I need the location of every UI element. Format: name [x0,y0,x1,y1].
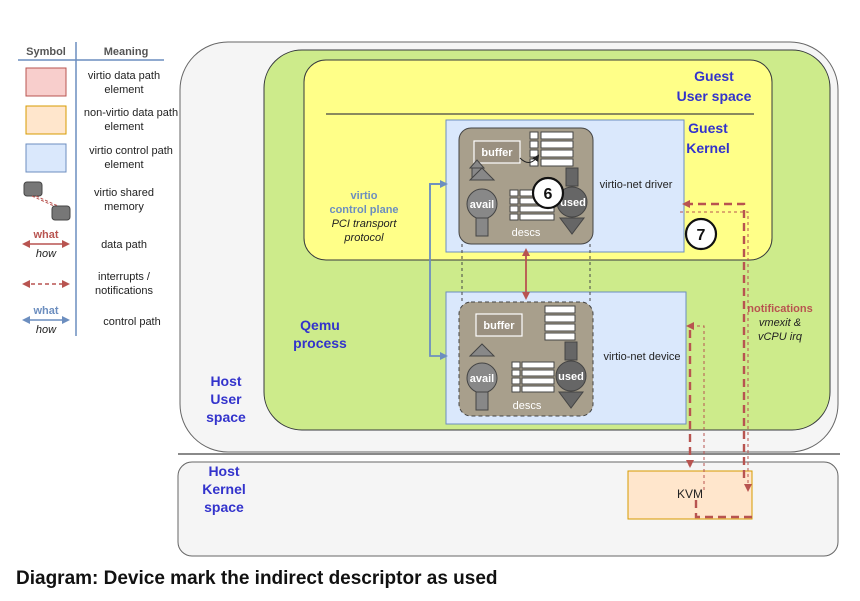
legend-row-4-line-1: virtio shared [94,187,154,199]
qemu-process-label-2: process [293,335,347,351]
step-7-marker: 7 [684,217,718,251]
driver-used-label: used [560,197,586,209]
legend-data-what: what [32,229,58,241]
legend-row-4-line-2: memory [104,201,144,213]
legend-row-5-line-1: data path [101,239,147,251]
device-buffer-box [475,313,523,337]
device-descs-label: descs [513,400,542,412]
legend-row-1-line-1: virtio data path [88,70,160,82]
qemu-process-label-1: Qemu [300,317,340,333]
notifications-line-3: vCPU irq [758,331,803,343]
step-6-marker: 6 [531,176,565,210]
legend-control-what: what [32,305,58,317]
notifications-title: notifications [747,303,812,315]
driver-used-ring [556,167,588,235]
driver-shared-memory: buffer avail used [458,127,594,245]
legend-swatch-virtio-data [25,67,67,97]
host-kernel-space-label-1: Host [208,463,239,479]
legend-data-how: how [36,248,57,260]
host-user-space-label-3: space [206,409,246,425]
legend-row-2-line-2: element [104,121,143,133]
irq-path-kvm-segment [694,500,752,519]
driver-descs-label: descs [512,227,541,239]
control-plane-line-3: PCI transport [332,218,398,230]
host-user-space-label-2: User [210,391,242,407]
legend-row-2-line-1: non-virtio data path [84,107,178,119]
device-used-ring [555,341,587,409]
legend-shared-memory-icon [23,181,71,221]
step-6-label: 6 [544,186,553,203]
guest-kernel-label-2: Kernel [686,140,730,156]
diagram-caption: Diagram: Device mark the indirect descri… [16,568,498,589]
control-plane-line-2: control plane [329,204,398,216]
device-shared-memory: buffer avail used desc [458,301,594,417]
legend: Symbol Meaning virtio data path element … [18,42,178,336]
driver-buffer-label: buffer [481,147,513,159]
legend-row-6-line-2: notifications [95,285,154,297]
control-plane-line-4: protocol [343,232,384,244]
legend-row-6-line-1: interrupts / [98,271,151,283]
legend-swatch-nonvirtio-data [25,105,67,135]
step-7-label: 7 [697,227,706,244]
legend-row-7-line-1: control path [103,316,160,328]
device-avail-ring [466,343,498,411]
legend-row-3-line-2: element [104,159,143,171]
legend-header-meaning: Meaning [104,46,149,58]
control-path-to-driver [429,180,448,190]
device-buffer-label: buffer [483,320,515,332]
guest-user-space-label-1: Guest [694,68,734,84]
driver-buffer-pointer [519,154,540,163]
guest-kernel-label-1: Guest [688,120,728,136]
notify-path-kvm-to-device [686,322,705,490]
device-descs-table [511,361,555,393]
device-used-label: used [558,371,584,383]
irq-path-to-driver [682,200,746,478]
control-plane-line-1: virtio [351,190,378,202]
legend-row-3-line-1: virtio control path [89,145,173,157]
driver-buffer-box [473,140,521,164]
guest-user-space-label-2: User space [677,88,752,104]
kvm-box [627,470,753,520]
notifications-line-2: vmexit & [759,317,801,329]
device-label: virtio-net device [603,351,680,363]
legend-control-how: how [36,324,57,336]
legend-row-1-line-2: element [104,84,143,96]
device-desc-table-top [544,305,576,341]
legend-header-symbol: Symbol [26,46,66,58]
notify-path-from-driver [680,211,752,492]
driver-avail-ring [466,159,498,237]
host-user-space-label-1: Host [210,373,241,389]
driver-label: virtio-net driver [600,179,673,191]
kvm-label: KVM [677,487,703,501]
device-avail-label: avail [470,373,494,385]
driver-avail-label: avail [470,199,494,211]
legend-swatch-virtio-control [25,143,67,173]
host-kernel-space-label-3: space [204,499,244,515]
driver-desc-table-top [529,131,574,167]
host-kernel-space-label-2: Kernel [202,481,246,497]
